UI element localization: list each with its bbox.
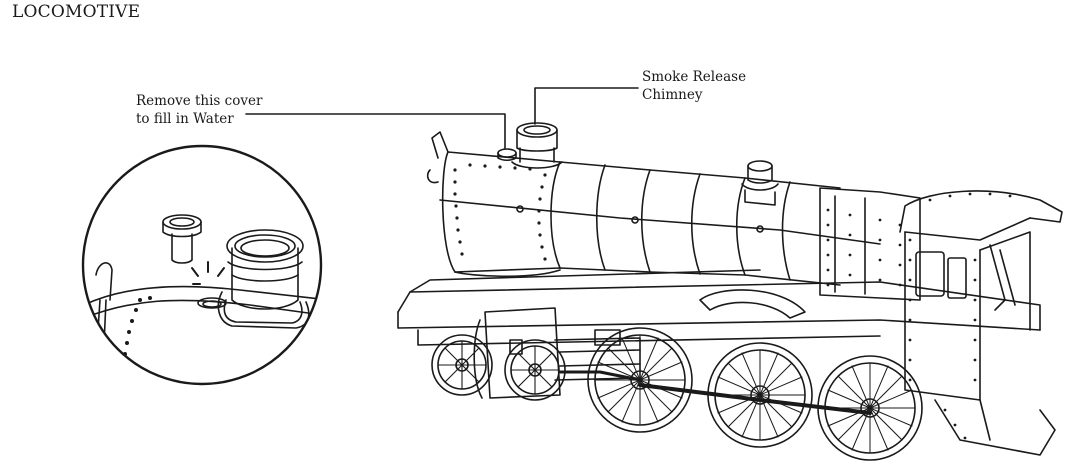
bogie-wheel-front: [431, 334, 493, 396]
firebox-rivets: [826, 208, 902, 287]
cylinder-drawing: [473, 307, 641, 399]
wheels: [431, 327, 923, 461]
locomotive-drawing: [397, 122, 1063, 461]
rear-rivets: [943, 408, 967, 440]
page-title: LOCOMOTIVE: [12, 2, 141, 22]
callout-cover-line2: to fill in Water: [136, 111, 234, 127]
water-cover-drawing: [497, 148, 517, 162]
filler-cap: [162, 214, 202, 264]
cab-rivets: [908, 192, 1012, 382]
callout-chimney-label: Smoke Release Chimney: [642, 68, 746, 104]
leader-line-chimney: [534, 87, 639, 125]
callout-cover-label: Remove this cover to fill in Water: [136, 92, 262, 128]
smokebox-front: [441, 151, 456, 273]
smokebox-rivets: [453, 163, 547, 261]
callout-chimney-line2: Chimney: [642, 87, 703, 103]
magnifier-circle: [81, 144, 323, 386]
detail-magnifier: [81, 144, 323, 386]
callout-chimney-line1: Smoke Release: [642, 69, 747, 85]
dome-drawing: [741, 160, 779, 206]
cab-drawing: [899, 190, 1063, 401]
bogie-wheel-rear: [504, 339, 566, 401]
chimney-drawing: [511, 122, 563, 169]
magnifier-rivets: [122, 296, 152, 367]
leader-line-cover: [245, 113, 506, 149]
callout-cover-line1: Remove this cover: [136, 93, 263, 109]
